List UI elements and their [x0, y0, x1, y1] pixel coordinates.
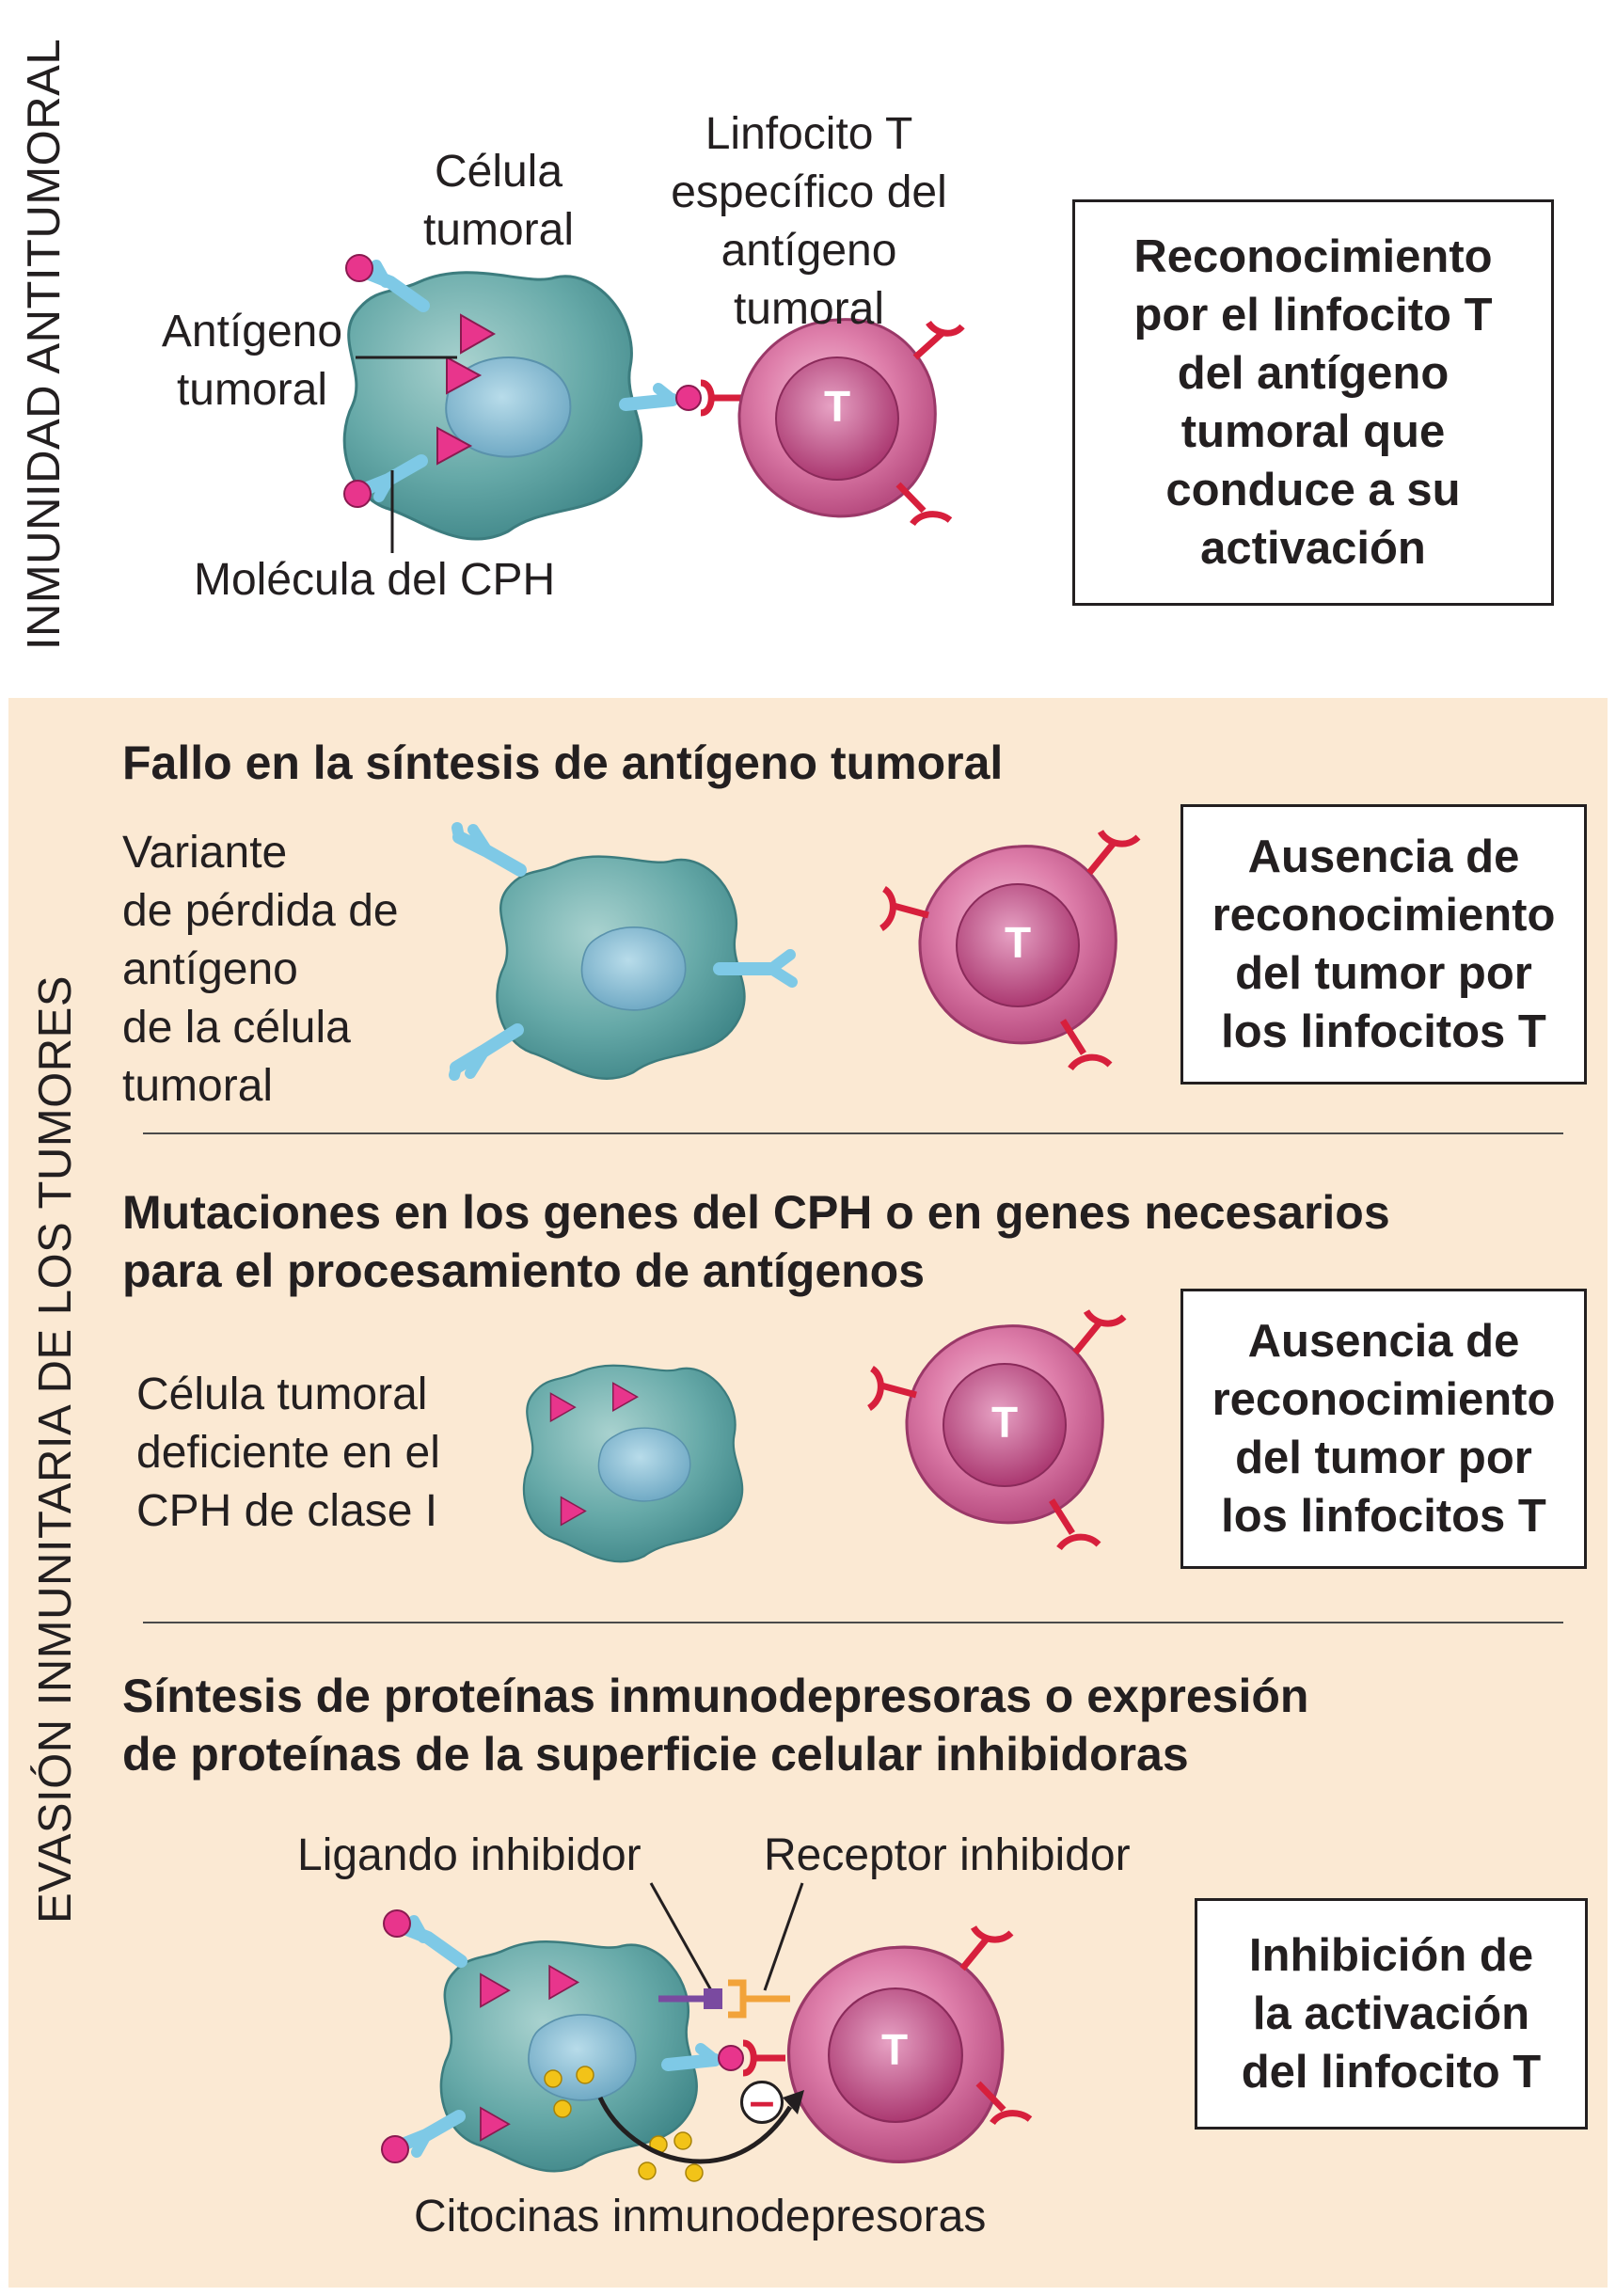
t-cell	[905, 1324, 1104, 1525]
tcr-receptor-lower	[1060, 1019, 1113, 1071]
result-text-antigen-loss: Ausencia de reconocimiento del tumor por…	[1212, 831, 1556, 1057]
t-cell	[786, 1945, 1005, 2163]
cytokines-label: Citocinas inmunodepresoras	[414, 2192, 987, 2241]
t-cell-label: Linfocito T específico del antígeno tumo…	[671, 109, 947, 334]
mhc-deficient-tumor-cell	[522, 1364, 744, 1563]
result-text-recognition: Reconocimiento por el linfocito T del an…	[1133, 231, 1493, 574]
antigen-pointer-line	[356, 356, 457, 359]
result-text-inhibition: Inhibición de la activación del linfocit…	[1241, 1930, 1542, 2098]
tumor-cell-label: Célula tumoral	[422, 147, 575, 255]
empty-mhc-upper	[452, 822, 527, 877]
evasion1-heading: Fallo en la síntesis de antígeno tumoral	[122, 736, 1004, 789]
result-box-inhibition: Inhibición de la activación del linfocit…	[1195, 1898, 1588, 2130]
result-box-recognition: Reconocimiento por el linfocito T del an…	[1072, 199, 1554, 606]
t-cell	[918, 845, 1117, 1045]
inhibitory-ligand-receptor-pair	[658, 1979, 790, 2019]
minus-symbol: –	[749, 2077, 775, 2127]
t-cell-letter: T	[990, 1398, 1019, 1447]
mhc-molecule-lower-left	[343, 454, 428, 508]
divider-2	[143, 1622, 1563, 1623]
mhc-label: Molécula del CPH	[194, 555, 556, 605]
t-cell-letter: T	[1004, 918, 1032, 967]
inhibition-minus-badge: –	[740, 2077, 784, 2127]
inhibitory-receptor-label: Receptor inhibidor	[764, 1830, 1131, 1880]
evasion3-heading: Síntesis de proteínas inmunodepresoras o…	[122, 1670, 1309, 1781]
mhc-tcr-synapse	[619, 379, 743, 417]
mhc-pointer-line	[390, 470, 394, 553]
evasion2-cell-label: Célula tumoral deficiente en el CPH de c…	[136, 1370, 440, 1536]
empty-mhc-lower	[449, 1023, 524, 1081]
receptor-pointer-line	[763, 1882, 804, 1991]
t-cell-letter: T	[823, 382, 851, 431]
t-cell	[737, 318, 937, 518]
tumor-cell	[439, 1940, 698, 2173]
mhc-molecule-upper-left	[383, 1909, 467, 1968]
tcr-receptor-left	[866, 1366, 917, 1411]
result-text-mhc-deficient: Ausencia de reconocimiento del tumor por…	[1212, 1316, 1556, 1542]
tcr-receptor-lower	[1049, 1498, 1101, 1551]
result-box-mhc-deficient: Ausencia de reconocimiento del tumor por…	[1180, 1289, 1587, 1569]
result-box-antigen-loss: Ausencia de reconocimiento del tumor por…	[1180, 804, 1587, 1085]
immunosuppressive-cytokines	[544, 2066, 804, 2182]
divider-1	[143, 1132, 1563, 1134]
empty-mhc-right	[713, 949, 798, 988]
mhc-molecule-lower-left	[381, 2110, 466, 2163]
section-label-immunity: INMUNIDAD ANTITUMORAL	[19, 38, 70, 651]
antigen-label: Antígeno tumoral	[161, 307, 343, 415]
tcr-receptor-upper	[912, 320, 965, 360]
tcr-receptor-lower	[895, 482, 953, 527]
tcr-receptor-upper	[1072, 1308, 1127, 1355]
tcr-receptor-upper	[1086, 829, 1141, 876]
section-label-evasion: EVASIÓN INMUNITARIA DE LOS TUMORES	[30, 974, 81, 1924]
evasion1-cell-label: Variante de pérdida de antígeno de la cé…	[122, 828, 399, 1111]
ligand-pointer-line	[649, 1882, 713, 1991]
inhibitory-ligand-label: Ligando inhibidor	[297, 1830, 642, 1880]
mhc-tcr-synapse	[661, 2039, 785, 2077]
evasion2-heading: Mutaciones en los genes del CPH o en gen…	[122, 1186, 1390, 1297]
tcr-receptor-left	[879, 886, 929, 931]
antigen-loss-tumor-cell	[496, 855, 746, 1080]
tumor-cell	[342, 271, 643, 541]
t-cell-letter: T	[880, 2025, 909, 2074]
tcr-receptor-lower	[975, 2081, 1033, 2126]
mhc-molecule-upper-left	[345, 254, 430, 312]
tcr-receptor-upper	[959, 1924, 1014, 1971]
